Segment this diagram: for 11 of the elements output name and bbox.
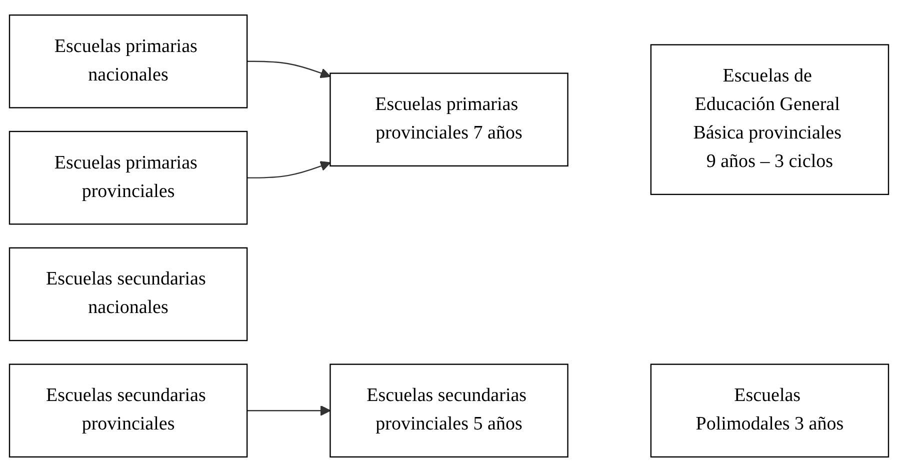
node-box: Escuelas primarias nacionales xyxy=(8,14,248,108)
arrow xyxy=(247,161,331,178)
node-box: Escuelas primarias provinciales xyxy=(8,130,248,225)
node-box: Escuelas secundarias provinciales 5 años xyxy=(330,364,568,458)
node-box: Escuelas secundarias provinciales xyxy=(8,364,248,458)
arrow xyxy=(247,405,331,416)
node-box: Escuelas Polimodales 3 años xyxy=(650,364,890,458)
node-box: Escuelas secundarias nacionales xyxy=(8,247,248,342)
node-box: Escuelas de Educación General Básica provinciales 9 años – 3 ciclos xyxy=(650,44,890,196)
arrow xyxy=(247,60,331,78)
node-box: Escuelas primarias provinciales 7 años xyxy=(330,72,568,167)
